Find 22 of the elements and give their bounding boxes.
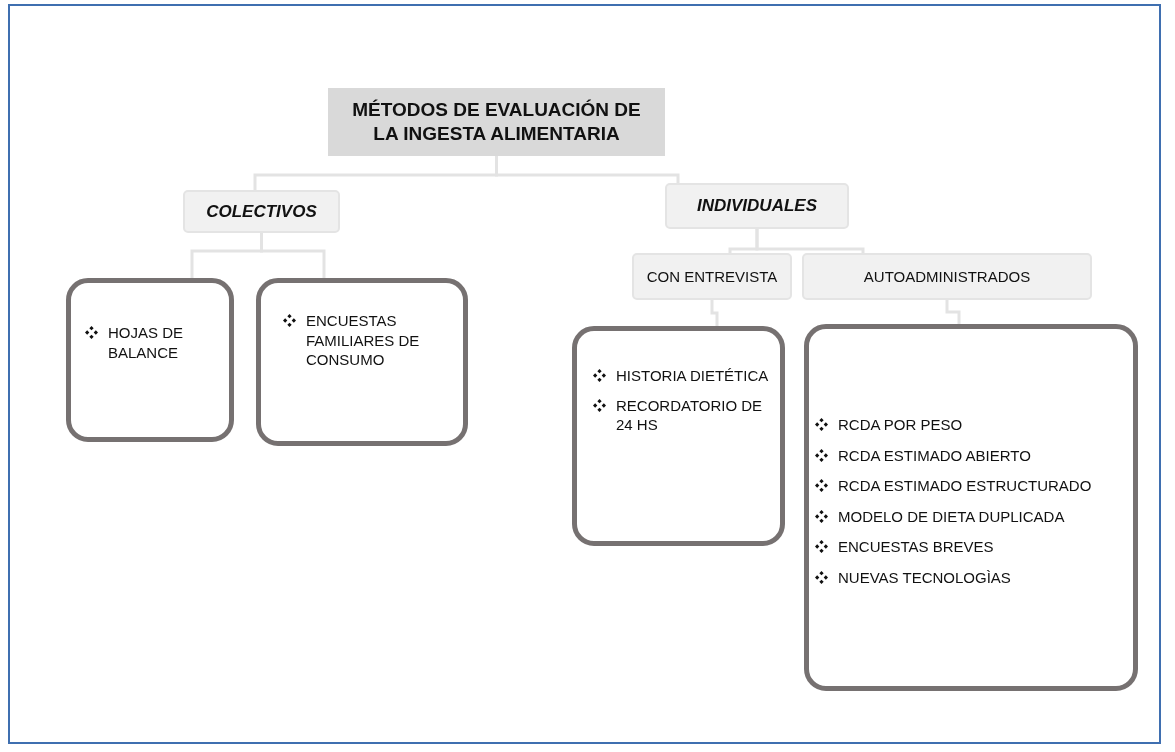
list-item-text: MODELO DE DIETA DUPLICADA (838, 506, 1066, 526)
method-list-box (572, 326, 785, 546)
method-list-box (66, 278, 234, 442)
connector-line (710, 300, 719, 326)
connector-line (945, 300, 961, 324)
list-item-text: ENCUESTAS BREVES (838, 537, 995, 557)
subcategory-box: AUTOADMINISTRADOS (802, 253, 1092, 300)
list-item-text: RECORDATORIO DE 24 HS (616, 395, 764, 435)
list-item-text: RCDA POR PESO (838, 415, 964, 435)
list-item-text: RCDA ESTIMADO ABIERTO (838, 445, 1032, 465)
list-item-text: NUEVAS TECNOLOGÌAS (838, 567, 1012, 587)
title-box: MÉTODOS DE EVALUACIÓN DE LA INGESTA ALIMENTARIA (328, 88, 665, 156)
category-box: INDIVIDUALES (665, 183, 849, 229)
connector-line (755, 229, 865, 253)
method-list-box (256, 278, 468, 446)
category-box: COLECTIVOS (183, 190, 340, 233)
list-item-text: ENCUESTAS FAMILIARES DE CONSUMO (306, 311, 421, 370)
list-item-text: RCDA ESTIMADO ESTRUCTURADO (838, 476, 1093, 496)
list-item-text: HOJAS DE BALANCE (108, 323, 184, 362)
subcategory-box: CON ENTREVISTA (632, 253, 792, 300)
list-item-text: HISTORIA DIETÉTICA (616, 366, 770, 386)
method-list-box (804, 324, 1138, 691)
